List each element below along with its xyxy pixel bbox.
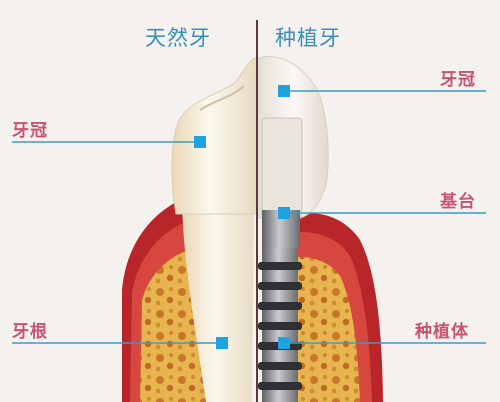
title-implant-tooth: 种植牙	[275, 26, 341, 50]
label-natural-crown: 牙冠	[12, 121, 48, 141]
title-natural-tooth: 天然牙	[145, 26, 211, 50]
marker-natural-root	[216, 337, 228, 349]
label-abutment: 基台	[440, 192, 476, 212]
marker-abutment	[278, 207, 290, 219]
abutment-shape	[261, 117, 303, 219]
natural-root	[182, 205, 254, 402]
marker-implant-body	[278, 337, 290, 349]
natural-crown	[171, 57, 256, 215]
label-implant-crown: 牙冠	[440, 70, 476, 90]
label-implant-body: 种植体	[415, 322, 469, 342]
marker-natural-crown	[194, 136, 206, 148]
marker-implant-crown	[278, 85, 290, 97]
label-natural-root: 牙根	[12, 322, 48, 342]
